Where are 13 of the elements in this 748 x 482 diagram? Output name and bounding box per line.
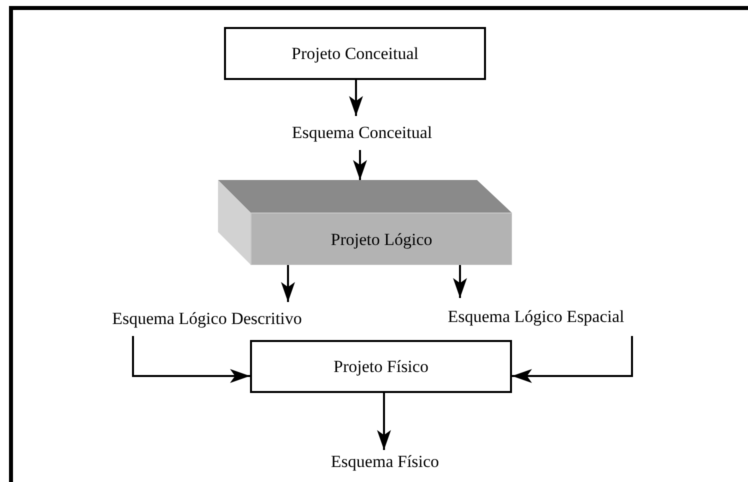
arrow: [281, 265, 295, 302]
process-box: Projeto Conceitual: [224, 27, 486, 80]
arrow: [377, 393, 391, 450]
arrow: [353, 150, 367, 180]
process-label: Esquema Conceitual: [262, 116, 462, 150]
arrow: [453, 265, 467, 298]
process-label: Esquema Lógico Espacial: [405, 298, 667, 336]
process-label: Esquema Físico: [300, 450, 470, 474]
arrow: [132, 336, 250, 383]
process-label: Esquema Lógico Descritivo: [70, 302, 344, 336]
process-box: Projeto Físico: [250, 340, 512, 393]
arrow: [512, 336, 633, 383]
arrow: [349, 80, 363, 116]
